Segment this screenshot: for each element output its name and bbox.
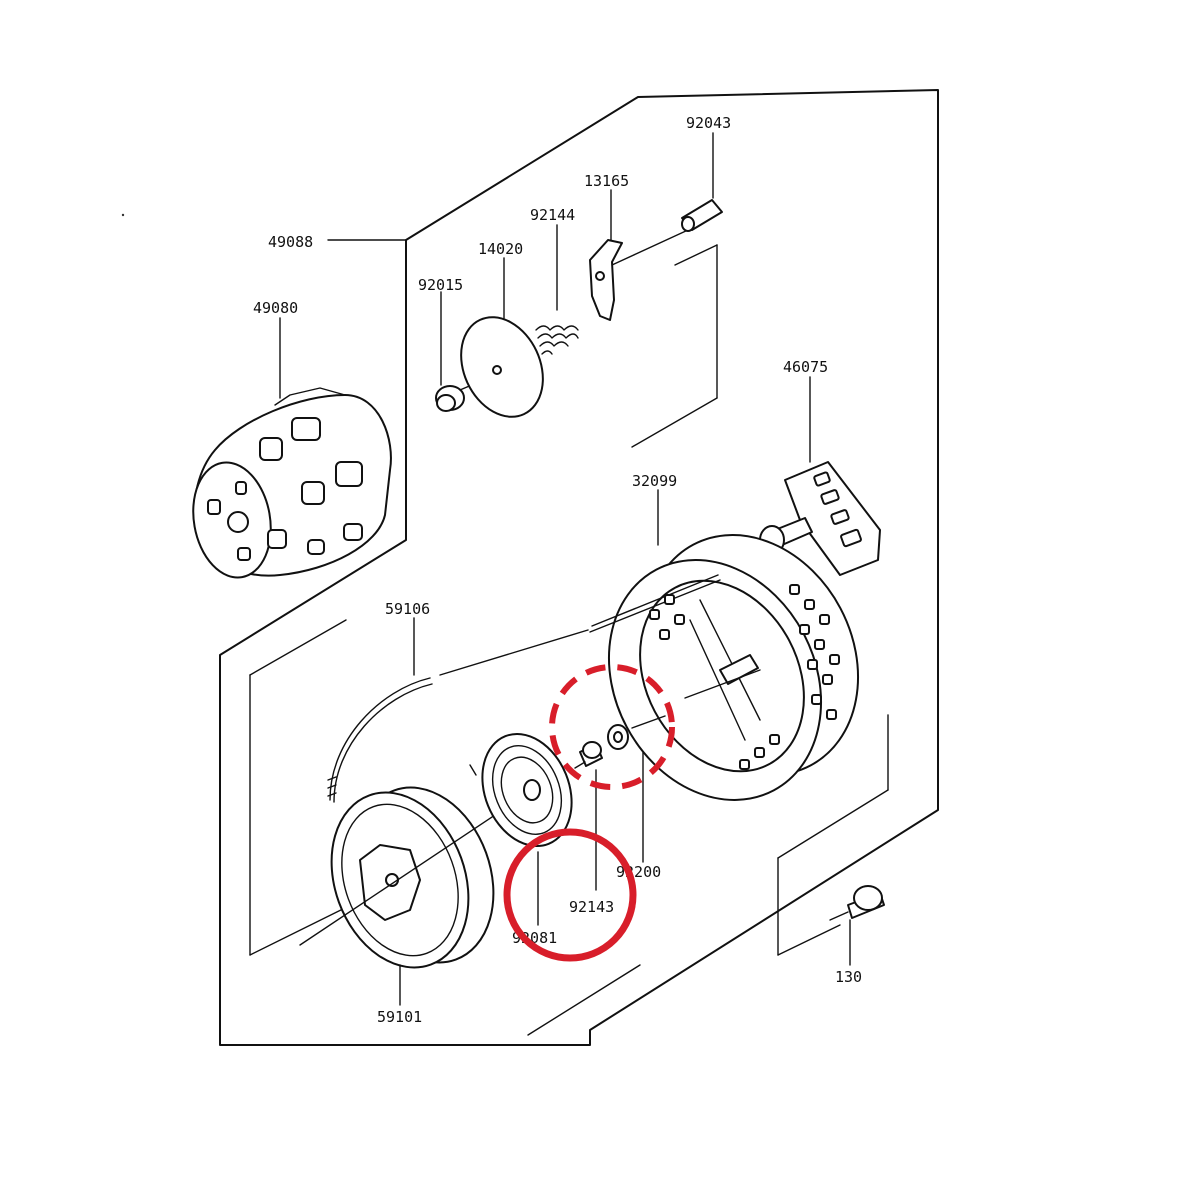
- housing-vent-holes: [649, 584, 840, 770]
- part-14020-plate: [460, 316, 544, 418]
- label-59106: 59106: [385, 600, 430, 618]
- label-92143: 92143: [569, 898, 614, 916]
- label-130: 130: [835, 968, 862, 986]
- label-14020: 14020: [478, 240, 523, 258]
- highlight-circle-dashed: [549, 664, 675, 790]
- part-92043-pin: [681, 199, 723, 232]
- label-13165: 13165: [584, 172, 629, 190]
- label-92015: 92015: [418, 276, 463, 294]
- leader-lines: [279, 132, 851, 1006]
- part-59106-rope: [327, 629, 589, 803]
- part-46075-handle: [759, 461, 881, 576]
- label-49088: 49088: [268, 233, 313, 251]
- part-13165-ratchet: [589, 229, 689, 321]
- label-49080: 49080: [253, 299, 298, 317]
- label-92144: 92144: [530, 206, 575, 224]
- part-130-bolt: [829, 885, 885, 921]
- part-92200-washer: [574, 715, 666, 769]
- part-49080-cover: [192, 387, 392, 579]
- highlight-circle-solid: [503, 828, 637, 962]
- part-labels: 49088 49080 92015 14020 92144 13165 9204…: [253, 114, 862, 1026]
- part-92081-spring: [469, 732, 573, 848]
- highlight-markers: [503, 664, 675, 962]
- part-92144-spring: [535, 325, 579, 355]
- inner-boundary-lines: [249, 244, 889, 1036]
- part-59101-reel: [299, 786, 526, 969]
- label-46075: 46075: [783, 358, 828, 376]
- part-32099-housing: [589, 534, 860, 801]
- label-32099: 32099: [632, 472, 677, 490]
- upper-assembly-outline: [219, 89, 939, 1046]
- part-92143-collar: [579, 741, 603, 767]
- label-92043: 92043: [686, 114, 731, 132]
- label-59101: 59101: [377, 1008, 422, 1026]
- stray-dot: [121, 213, 125, 217]
